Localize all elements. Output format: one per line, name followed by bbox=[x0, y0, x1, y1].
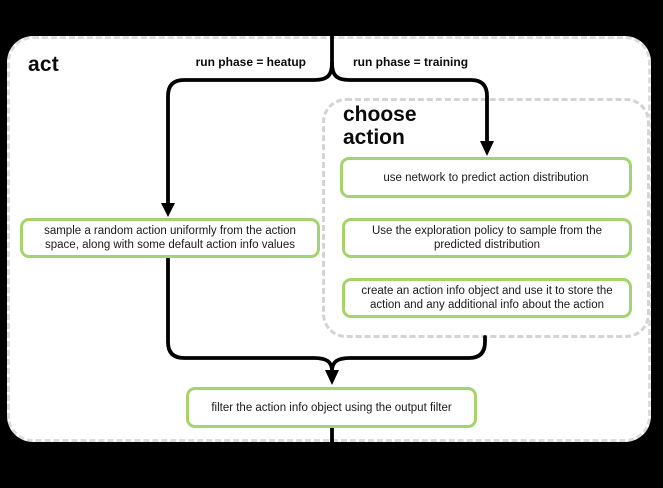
node-sample-random-action: sample a random action uniformly from th… bbox=[20, 218, 320, 258]
node-create-action-info: create an action info object and use it … bbox=[342, 278, 632, 318]
branch-label-heatup: run phase = heatup bbox=[195, 55, 306, 69]
node-filter-output: filter the action info object using the … bbox=[186, 387, 477, 428]
node-use-network: use network to predict action distributi… bbox=[340, 157, 632, 198]
panel-title: act bbox=[28, 53, 59, 76]
choose-action-group-title: choose action bbox=[343, 103, 417, 149]
branch-label-training: run phase = training bbox=[353, 55, 469, 69]
node-exploration-policy: Use the exploration policy to sample fro… bbox=[342, 218, 632, 258]
